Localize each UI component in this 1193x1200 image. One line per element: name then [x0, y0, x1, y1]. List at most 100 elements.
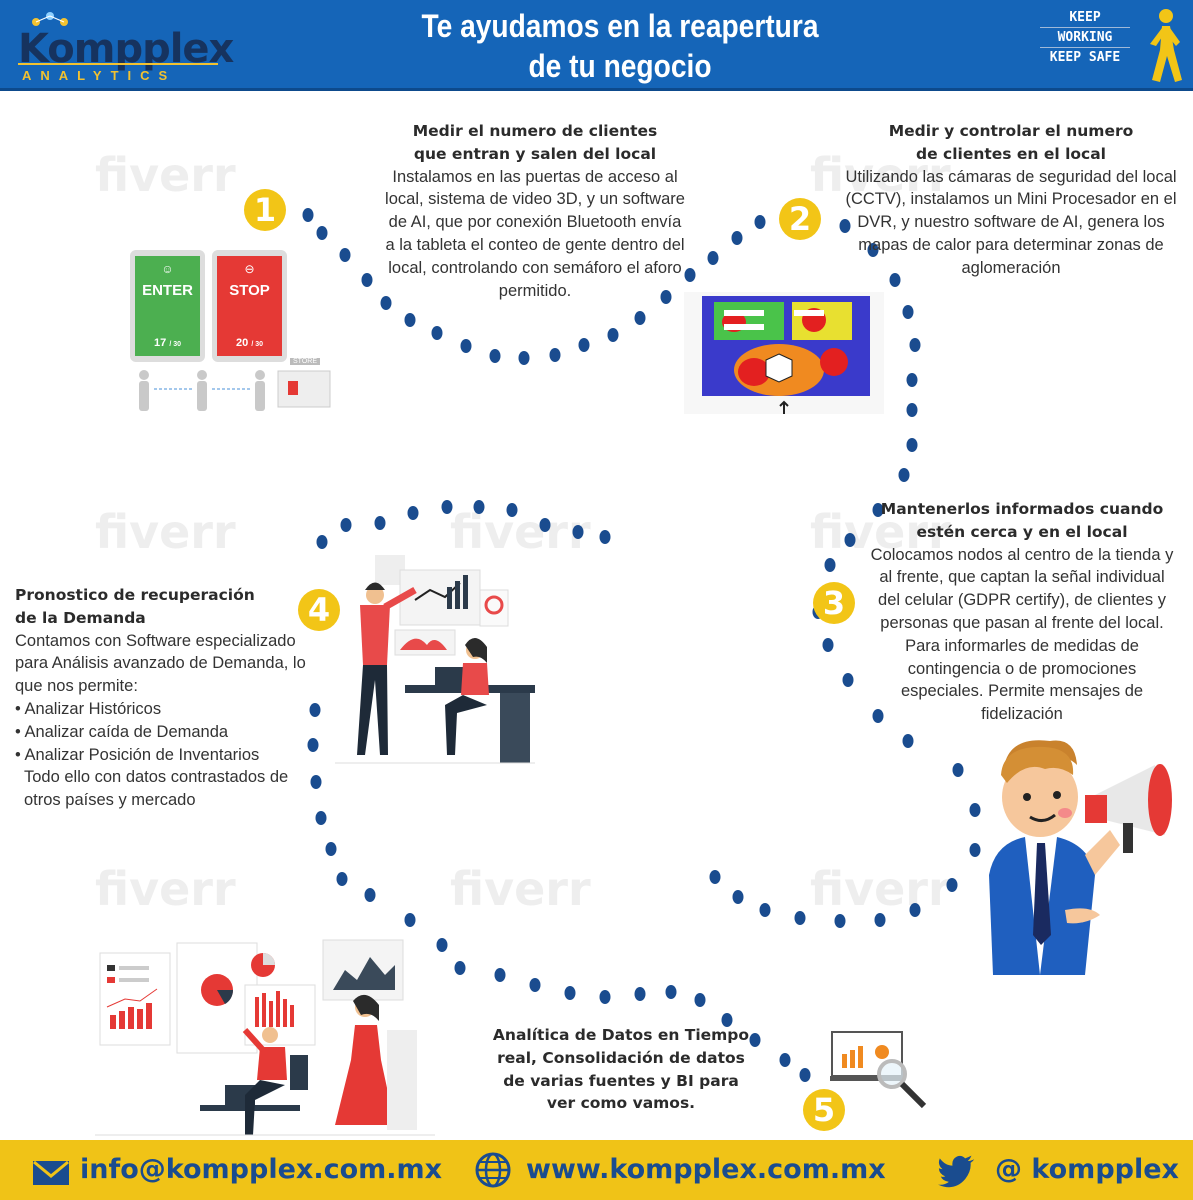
step-4-bullet: • Analizar Históricos: [15, 699, 162, 718]
path-dot: [824, 558, 836, 572]
path-dot: [529, 978, 541, 992]
enter-screen: ☺ ENTER 17 / 30: [135, 256, 200, 356]
logo-underline: [18, 63, 218, 65]
walking-person-icon: [1150, 9, 1182, 82]
path-dot: [867, 243, 879, 257]
path-dot: [578, 338, 590, 352]
footer-email-link[interactable]: info@kompplex.com.mx: [80, 1154, 443, 1185]
step-3-heading: Mantenerlos informados cuando estén cerc…: [880, 500, 1164, 541]
path-dot: [909, 903, 921, 917]
step-2-heading: Medir y controlar el numero de clientes …: [888, 122, 1134, 163]
header-bar: Kompplex ANALYTICS Te ayudamos en la rea…: [0, 0, 1193, 91]
path-dot: [779, 1053, 791, 1067]
no-entry-icon: ⊖: [244, 262, 255, 276]
path-dot: [842, 673, 854, 687]
smile-icon: ☺: [161, 262, 174, 276]
twitter-bird-icon: [938, 1155, 975, 1188]
step-3-body: Colocamos nodos al centro de la tienda y…: [870, 545, 1174, 724]
kompplex-logo[interactable]: Kompplex ANALYTICS: [18, 10, 234, 83]
step-2-badge: 2: [779, 198, 821, 240]
step-4-bullet-text: Analizar caída de Demanda: [24, 722, 229, 741]
path-dot: [316, 226, 328, 240]
path-dot: [316, 535, 328, 549]
step-4-bullet-text: Analizar Históricos: [24, 699, 162, 718]
heatmap-floorplan: [684, 292, 884, 414]
page-title: Te ayudamos en la reapertura de tu negoc…: [365, 6, 875, 86]
path-dot: [599, 530, 611, 544]
step-3-text: Mantenerlos informados cuando estén cerc…: [868, 498, 1176, 726]
envelope-icon: [33, 1160, 69, 1185]
path-dot: [315, 811, 327, 825]
path-dot: [460, 339, 472, 353]
path-dot: [694, 993, 706, 1007]
path-dot: [906, 403, 918, 417]
path-dot: [731, 231, 743, 245]
path-dot: [325, 842, 337, 856]
path-dot: [634, 987, 646, 1001]
path-dot: [302, 208, 314, 222]
path-dot: [339, 248, 351, 262]
path-dot: [874, 913, 886, 927]
path-dot: [380, 296, 392, 310]
step-4-text: Pronostico de recuperación de la Demanda…: [15, 584, 315, 812]
step-1-text: Medir el numero de clientes que entran y…: [385, 120, 685, 302]
path-dot: [431, 326, 443, 340]
path-dot: [898, 468, 910, 482]
path-dot: [441, 500, 453, 514]
stop-capacity: / 30: [251, 341, 263, 348]
megaphone-man-illustration: [989, 740, 1172, 975]
step-3-badge: 3: [813, 582, 855, 624]
keep-line-2: WORKING: [1040, 28, 1130, 48]
logo-subtitle: ANALYTICS: [22, 68, 177, 83]
step-2-body: Utilizando las cámaras de seguridad del …: [845, 167, 1177, 277]
path-dot: [374, 516, 386, 530]
keep-line-1: KEEP: [1040, 8, 1130, 28]
path-dot: [309, 703, 321, 717]
step-4-closing: Todo ello con datos contrastados de otro…: [24, 768, 289, 810]
path-dot: [473, 500, 485, 514]
presentation-illustration: [335, 555, 535, 764]
dashboard-team-illustration: [95, 939, 435, 1136]
path-dot: [794, 911, 806, 925]
step-4-badge: 4: [298, 589, 340, 631]
enter-label: ENTER: [142, 282, 193, 299]
path-dot: [906, 438, 918, 452]
path-dot: [952, 763, 964, 777]
watermark: fiverr: [95, 505, 236, 559]
path-dot: [665, 985, 677, 999]
watermark: fiverr: [450, 505, 591, 559]
path-dot: [969, 843, 981, 857]
step-1-body: Instalamos en las puertas de acceso al l…: [385, 167, 685, 300]
laptop-magnifier-icon: [830, 1031, 927, 1109]
path-dot: [759, 903, 771, 917]
footer-social-handle[interactable]: @ kompplex: [995, 1154, 1179, 1185]
path-dot: [436, 938, 448, 952]
stop-tablet: ⊖ STOP 20 / 30: [212, 250, 287, 362]
step-4-bullet: • Analizar Posición de Inventarios: [15, 745, 260, 764]
stop-label: STOP: [229, 282, 270, 299]
path-dot: [749, 1033, 761, 1047]
step-4-intro: Contamos con Software especializado para…: [15, 631, 306, 696]
keep-line-3: KEEP SAFE: [1049, 50, 1121, 65]
path-dot: [754, 215, 766, 229]
path-dot: [799, 1068, 811, 1082]
path-dot: [872, 503, 884, 517]
path-dot: [969, 803, 981, 817]
path-dot: [872, 709, 884, 723]
path-dot: [307, 738, 319, 752]
path-dot: [721, 1013, 733, 1027]
footer-website-link[interactable]: www.kompplex.com.mx: [526, 1154, 886, 1185]
step-5-heading: Analítica de Datos en Tiempo real, Conso…: [492, 1026, 750, 1113]
path-dot: [564, 986, 576, 1000]
path-dot: [709, 870, 721, 884]
stop-counter: 20 / 30: [217, 337, 282, 349]
path-dot: [572, 525, 584, 539]
title-line-2: de tu negocio: [528, 48, 712, 84]
path-dot: [361, 273, 373, 287]
step-1-badge: 1: [244, 189, 286, 231]
path-dot: [660, 290, 672, 304]
store-sign: STORE: [290, 358, 320, 365]
title-line-1: Te ayudamos en la reapertura: [421, 8, 819, 44]
path-dot: [889, 273, 901, 287]
watermark: fiverr: [95, 862, 236, 916]
